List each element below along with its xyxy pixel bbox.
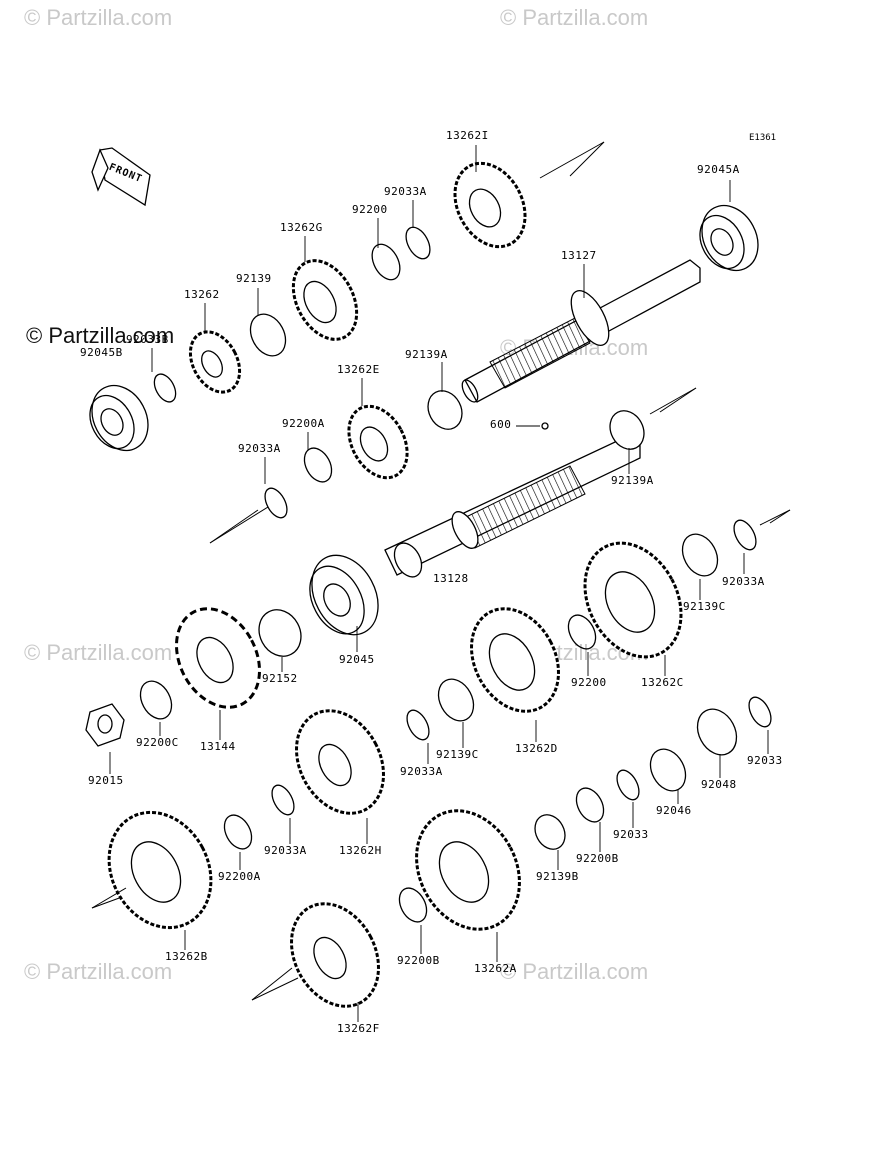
part-label[interactable]: 92033A	[264, 844, 307, 857]
bearing-92045	[309, 554, 379, 636]
washer-92200A-2	[223, 814, 253, 850]
gear-13262A	[415, 809, 521, 931]
part-label[interactable]: 13262H	[339, 844, 382, 857]
part-label[interactable]: 92139A	[611, 474, 654, 487]
part-label[interactable]: 92033A	[384, 185, 427, 198]
part-label[interactable]: 13262D	[515, 742, 558, 755]
part-label[interactable]: 92200A	[282, 417, 325, 430]
watermark: © Partzilla.com	[24, 959, 173, 984]
part-label[interactable]: 92139	[236, 272, 272, 285]
part-label[interactable]: 13262	[184, 288, 220, 301]
main-shaft-13127	[461, 259, 701, 403]
part-label[interactable]: 92033A	[722, 575, 765, 588]
part-label[interactable]: 92200B	[397, 954, 440, 967]
circlip-92033A-2	[264, 487, 288, 519]
diagram-code: E1361	[749, 133, 777, 143]
nut-92015	[85, 703, 125, 747]
bushing-92048	[696, 708, 738, 756]
washer-92200B-1	[575, 787, 605, 823]
part-label[interactable]: 92045B	[80, 346, 123, 359]
part-label[interactable]: 13128	[433, 572, 469, 585]
axis-lines	[91, 141, 791, 1001]
part-label[interactable]: 92200B	[576, 852, 619, 865]
circlip-92033A-4	[406, 709, 430, 741]
washer-92200-2	[567, 614, 597, 650]
part-label[interactable]: 13262F	[337, 1022, 380, 1035]
bushing-92152	[258, 609, 302, 657]
part-label[interactable]: 600	[490, 418, 512, 431]
gear-13262B	[107, 810, 213, 930]
bushing-92139B	[534, 814, 566, 850]
gear-13262	[188, 330, 242, 394]
part-label[interactable]: 92033A	[238, 442, 281, 455]
circlip-92033B	[153, 373, 177, 403]
part-label[interactable]: 92152	[262, 672, 298, 685]
part-label[interactable]: 92200	[352, 203, 388, 216]
part-label[interactable]: 92046	[656, 804, 692, 817]
part-label[interactable]: 92033A	[400, 765, 443, 778]
part-label[interactable]: 92015	[88, 774, 124, 787]
watermark: © Partzilla.com	[24, 5, 173, 30]
bushing-92139	[249, 313, 287, 357]
gear-13262F	[290, 902, 380, 1008]
circlip-92033A-3	[733, 519, 757, 551]
part-label[interactable]: 13127	[561, 249, 597, 262]
circlip-92033A-top	[405, 226, 431, 260]
circlip-92033-2	[616, 769, 640, 801]
part-label[interactable]: 92139B	[536, 870, 579, 883]
part-label[interactable]: 92200	[571, 676, 607, 689]
gear-13262H	[295, 709, 385, 815]
drive-shaft-13128	[384, 434, 641, 578]
part-label[interactable]: 13262E	[337, 363, 380, 376]
bearing-92045B	[89, 384, 149, 452]
gear-13262I	[453, 161, 527, 249]
part-label[interactable]: 92033	[613, 828, 649, 841]
circlip-92033-1	[748, 696, 772, 728]
washer-92200-top	[371, 243, 401, 281]
part-label[interactable]: 92033B	[126, 333, 169, 346]
watermark-strong: © Partzilla.com	[26, 323, 175, 348]
circlip-92033A-5	[271, 784, 295, 816]
gear-13262D	[470, 607, 560, 713]
part-label[interactable]: 92139A	[405, 348, 448, 361]
watermark: © Partzilla.com	[500, 5, 649, 30]
leader-dot-600	[541, 422, 549, 430]
part-label[interactable]: 13262G	[280, 221, 323, 234]
bearing-92046	[649, 748, 687, 792]
part-label[interactable]: 92139C	[683, 600, 726, 613]
washer-92200A-1	[303, 447, 333, 483]
bushing-92139A-2	[609, 410, 645, 450]
watermark: © Partzilla.com	[24, 640, 173, 665]
part-label[interactable]: 92045	[339, 653, 375, 666]
part-label[interactable]: 92033	[747, 754, 783, 767]
part-label[interactable]: 92139C	[436, 748, 479, 761]
washer-92200B-2	[398, 887, 428, 923]
gear-13262C	[583, 541, 683, 659]
washer-92200C	[139, 680, 173, 720]
part-label[interactable]: 92200A	[218, 870, 261, 883]
sprocket-13144	[175, 607, 261, 709]
part-label[interactable]: 92045A	[697, 163, 740, 176]
bearing-92139C-2	[437, 678, 475, 722]
front-arrow-icon	[91, 147, 151, 207]
part-label[interactable]: 13262B	[165, 950, 208, 963]
gear-13262E	[347, 404, 409, 480]
watermark: © Partzilla.com	[500, 959, 649, 984]
bearing-92045A	[699, 204, 759, 272]
bearing-92139C-1	[681, 533, 719, 577]
part-label[interactable]: 13262C	[641, 676, 684, 689]
part-label[interactable]: 13262I	[446, 129, 489, 142]
part-label[interactable]: 13144	[200, 740, 236, 753]
part-label[interactable]: 92048	[701, 778, 737, 791]
gear-13262G	[291, 259, 359, 341]
bushing-92139A-1	[427, 390, 463, 430]
part-label[interactable]: 13262A	[474, 962, 517, 975]
leader-lines	[109, 145, 769, 1022]
part-label[interactable]: 92200C	[136, 736, 179, 749]
